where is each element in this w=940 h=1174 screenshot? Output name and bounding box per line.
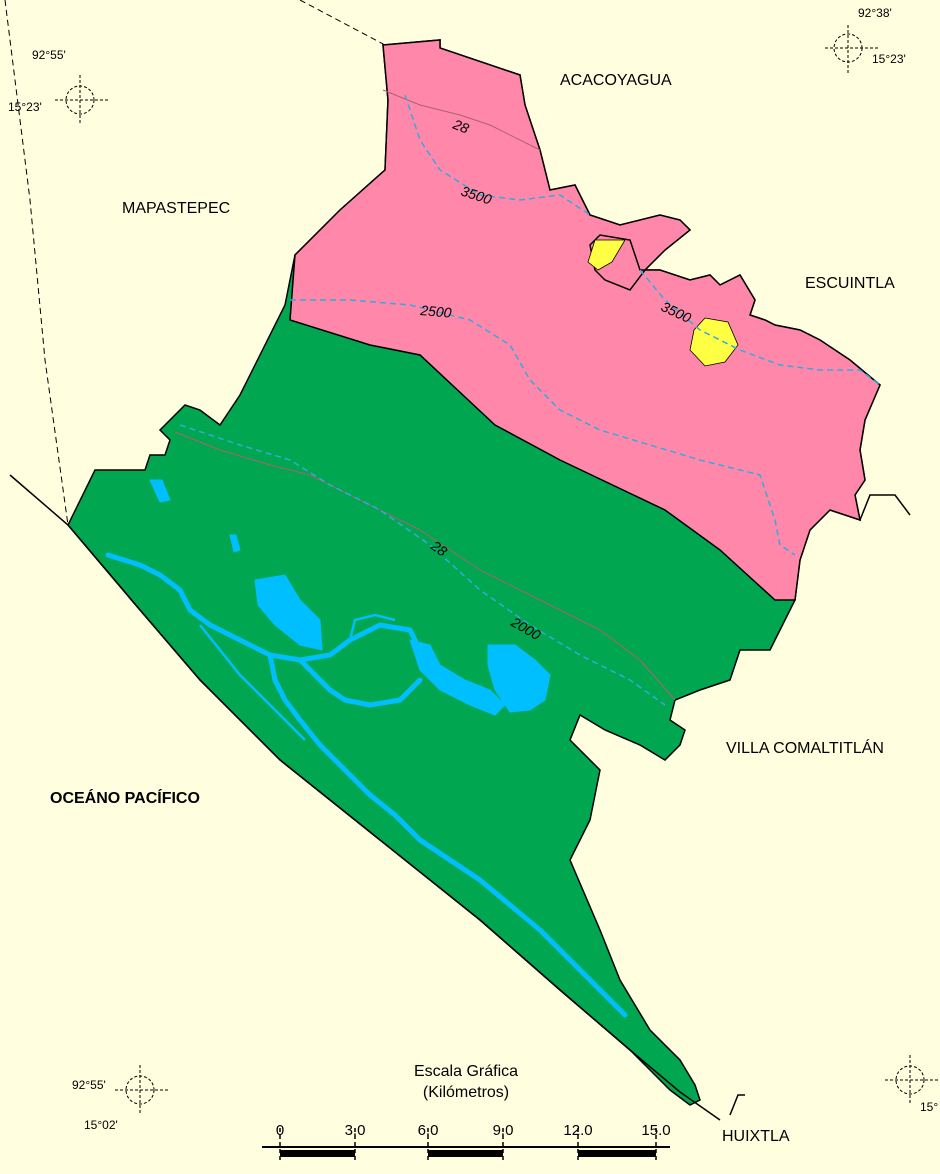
scale-title: Escala Gráfica <box>413 1063 519 1080</box>
coord-se-lat: 15° <box>920 1100 939 1114</box>
contour-label-28-mid: 28 <box>427 537 450 560</box>
coord-sw-lat: 15°02' <box>84 1118 118 1132</box>
crosshair-ne-icon <box>825 25 880 75</box>
label-acacoyagua: ACACOYAGUA <box>560 72 672 89</box>
coord-ne-lon: 92°38' <box>858 6 892 20</box>
crosshair-sw-icon <box>115 1065 168 1115</box>
coord-sw-lon: 92°55' <box>72 1078 106 1092</box>
crosshair-nw-icon <box>55 75 110 125</box>
contour-2000 <box>179 424 666 706</box>
scale-tick-6: 6.0 <box>417 1122 439 1139</box>
scale-unit: (Kilómetros) <box>422 1084 510 1101</box>
scale-bar <box>262 1128 670 1160</box>
contour-3500-top <box>404 94 591 216</box>
boundary-dashed-north <box>299 0 386 46</box>
label-huixtla: HUIXTLA <box>722 1128 790 1145</box>
zone-pink <box>289 39 881 601</box>
label-escuintla: ESCUINTLA <box>805 275 895 292</box>
urban-area-escuintla <box>689 317 739 367</box>
scale-tick-15: 15.0 <box>641 1122 671 1139</box>
contour-28-mid <box>174 431 676 701</box>
boundary-se-stub <box>729 1094 745 1116</box>
rivers <box>105 552 628 1018</box>
scale-tick-12: 12.0 <box>563 1122 593 1139</box>
scale-tick-0: 0 <box>275 1122 285 1139</box>
coastline <box>9 474 721 1121</box>
rivers-thin <box>199 613 396 741</box>
coord-nw-lat: 15°23' <box>8 100 42 114</box>
scale-tick-3: 3.0 <box>344 1122 366 1139</box>
urban-area-acacoyagua <box>587 239 626 271</box>
boundary-dashed-west <box>4 0 69 526</box>
coord-ne-lat: 15°23' <box>872 52 906 66</box>
label-villa-comaltitlan: VILLA COMALTITLÁN <box>726 740 884 757</box>
label-oceano-pacifico: OCEÁNO PACÍFICO <box>50 790 200 807</box>
scale-tick-9: 9.0 <box>492 1122 514 1139</box>
contour-label-2500: 2500 <box>419 302 453 321</box>
contour-3500-right <box>639 269 881 386</box>
label-mapastepec: MAPASTEPEC <box>122 200 231 217</box>
water-bodies <box>149 479 551 716</box>
contour-2500 <box>290 299 796 556</box>
contour-label-28-top: 28 <box>450 116 472 137</box>
coord-nw-lon: 92°55' <box>32 48 66 62</box>
crosshair-se-icon <box>885 1055 940 1105</box>
contour-28-top <box>382 89 541 151</box>
boundary-ne-stub <box>859 494 911 521</box>
